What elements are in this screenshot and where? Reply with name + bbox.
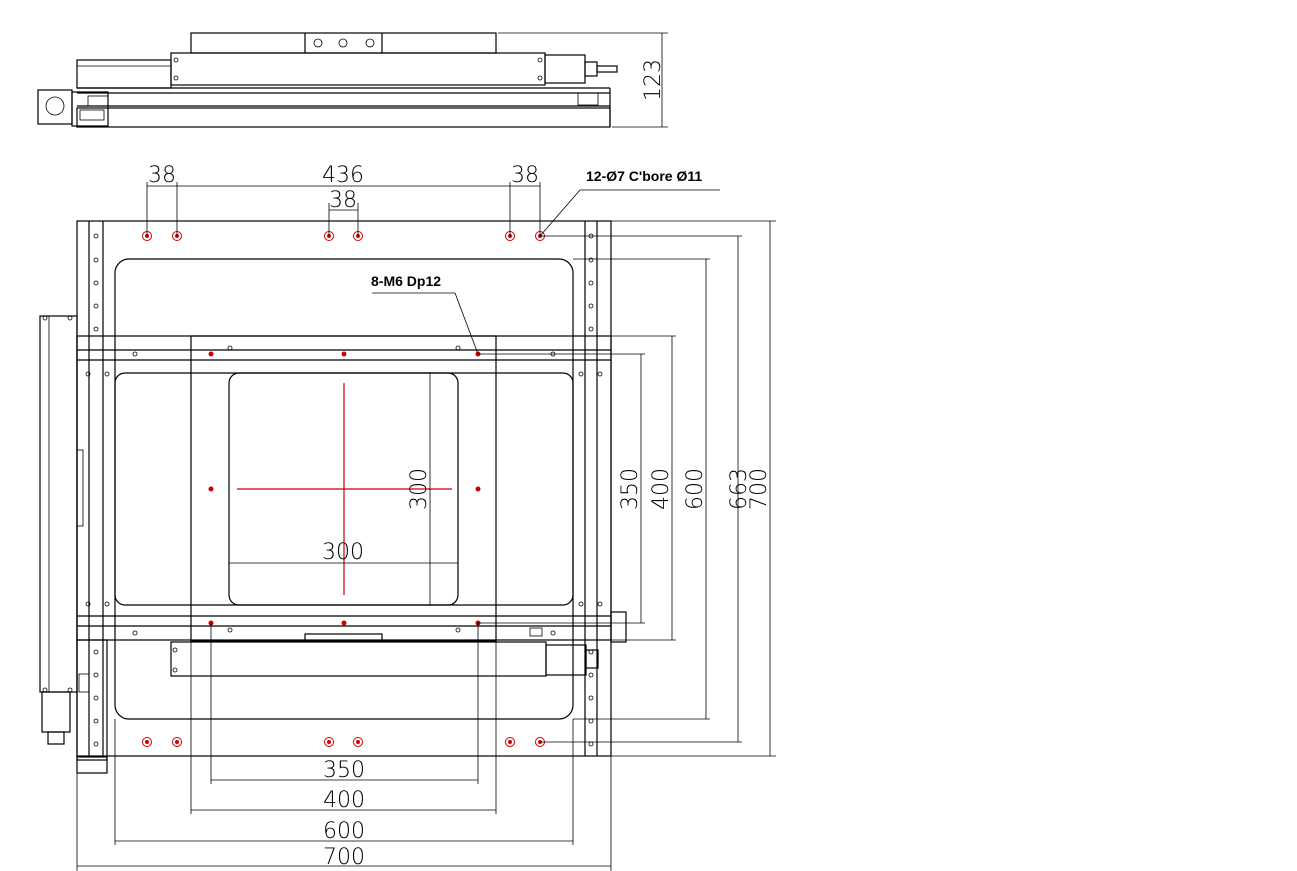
screw: [455, 627, 461, 633]
screw: [588, 672, 594, 678]
dim-right-400: 400: [649, 468, 674, 510]
screw: [597, 601, 603, 607]
callout-counterbore: 12-Ø7 C'bore Ø11: [539, 168, 720, 237]
screw: [42, 687, 48, 693]
screw: [104, 371, 110, 377]
dim-bottom-700: 700: [323, 845, 365, 870]
right-dimensions: 350 400 600 663 700: [478, 220, 776, 757]
bottom-dimensions: 350 400 600 700: [76, 623, 612, 871]
counterbore-hole-center: [327, 740, 331, 744]
screw: [67, 687, 73, 693]
counterbore-hole-center: [508, 740, 512, 744]
screw: [588, 280, 594, 286]
screw: [588, 326, 594, 332]
counterbore-hole: [142, 737, 152, 747]
height-dim-123: 123: [641, 59, 666, 101]
dim-right-700: 700: [747, 468, 772, 510]
screw: [578, 601, 584, 607]
dim-436: 436: [322, 163, 364, 188]
screw: [93, 672, 99, 678]
screw: [132, 351, 138, 357]
tapped-hole: [475, 486, 481, 492]
screw: [550, 630, 556, 636]
dim-bottom-400: 400: [323, 788, 365, 813]
screw: [588, 718, 594, 724]
screw: [42, 315, 48, 321]
screw: [588, 695, 594, 701]
counterbore-hole-center: [356, 740, 360, 744]
screw: [85, 601, 91, 607]
screw: [578, 371, 584, 377]
tapped-hole: [208, 351, 214, 357]
dim-bottom-600: 600: [323, 819, 365, 844]
dim-inner-horizontal: 300: [322, 540, 364, 565]
screw: [93, 280, 99, 286]
counterbore-hole-center: [145, 740, 149, 744]
center-cross: [237, 383, 452, 595]
screw: [93, 326, 99, 332]
y-stage: [76, 335, 627, 643]
screw: [597, 371, 603, 377]
callout-tapped: 8-M6 Dp12: [371, 273, 479, 355]
tapped-hole: [341, 620, 347, 626]
screw: [104, 601, 110, 607]
dim-right-350: 350: [618, 468, 643, 510]
screw: [172, 647, 178, 653]
screw: [93, 303, 99, 309]
screw: [588, 741, 594, 747]
screw: [93, 233, 99, 239]
top-dimensions: 38 436 38 38: [146, 163, 541, 236]
red-holes: [142, 231, 545, 747]
dim-bottom-350: 350: [323, 758, 365, 783]
counterbore-note: 12-Ø7 C'bore Ø11: [586, 168, 702, 184]
side-view: 123: [37, 32, 668, 128]
dim-right-38: 38: [511, 163, 539, 188]
x-actuator: [170, 641, 599, 677]
dim-center-38: 38: [329, 188, 357, 213]
left-actuator: [39, 315, 108, 774]
screw: [93, 695, 99, 701]
screw: [172, 667, 178, 673]
tapped-hole: [208, 486, 214, 492]
table-plate: [190, 335, 497, 642]
screw: [85, 371, 91, 377]
screw: [132, 630, 138, 636]
screw: [455, 345, 461, 351]
screw: [93, 649, 99, 655]
screw-holes: [42, 233, 603, 747]
dim-right-600: 600: [683, 468, 708, 510]
counterbore-hole: [172, 737, 182, 747]
screw: [588, 303, 594, 309]
screw: [93, 718, 99, 724]
counterbore-hole: [505, 737, 515, 747]
screw: [588, 257, 594, 263]
screw: [588, 649, 594, 655]
tapped-note: 8-M6 Dp12: [371, 273, 441, 289]
screw: [227, 345, 233, 351]
counterbore-hole: [324, 737, 334, 747]
inner-dimensions: 300 300: [228, 372, 459, 606]
counterbore-hole: [353, 737, 363, 747]
dim-inner-vertical: 300: [407, 468, 432, 510]
dim-left-38: 38: [148, 163, 176, 188]
screw: [93, 741, 99, 747]
screw: [227, 627, 233, 633]
tapped-hole: [341, 351, 347, 357]
screw: [93, 257, 99, 263]
counterbore-hole-center: [175, 740, 179, 744]
dim-right-663: 663: [727, 468, 752, 510]
screw: [67, 315, 73, 321]
